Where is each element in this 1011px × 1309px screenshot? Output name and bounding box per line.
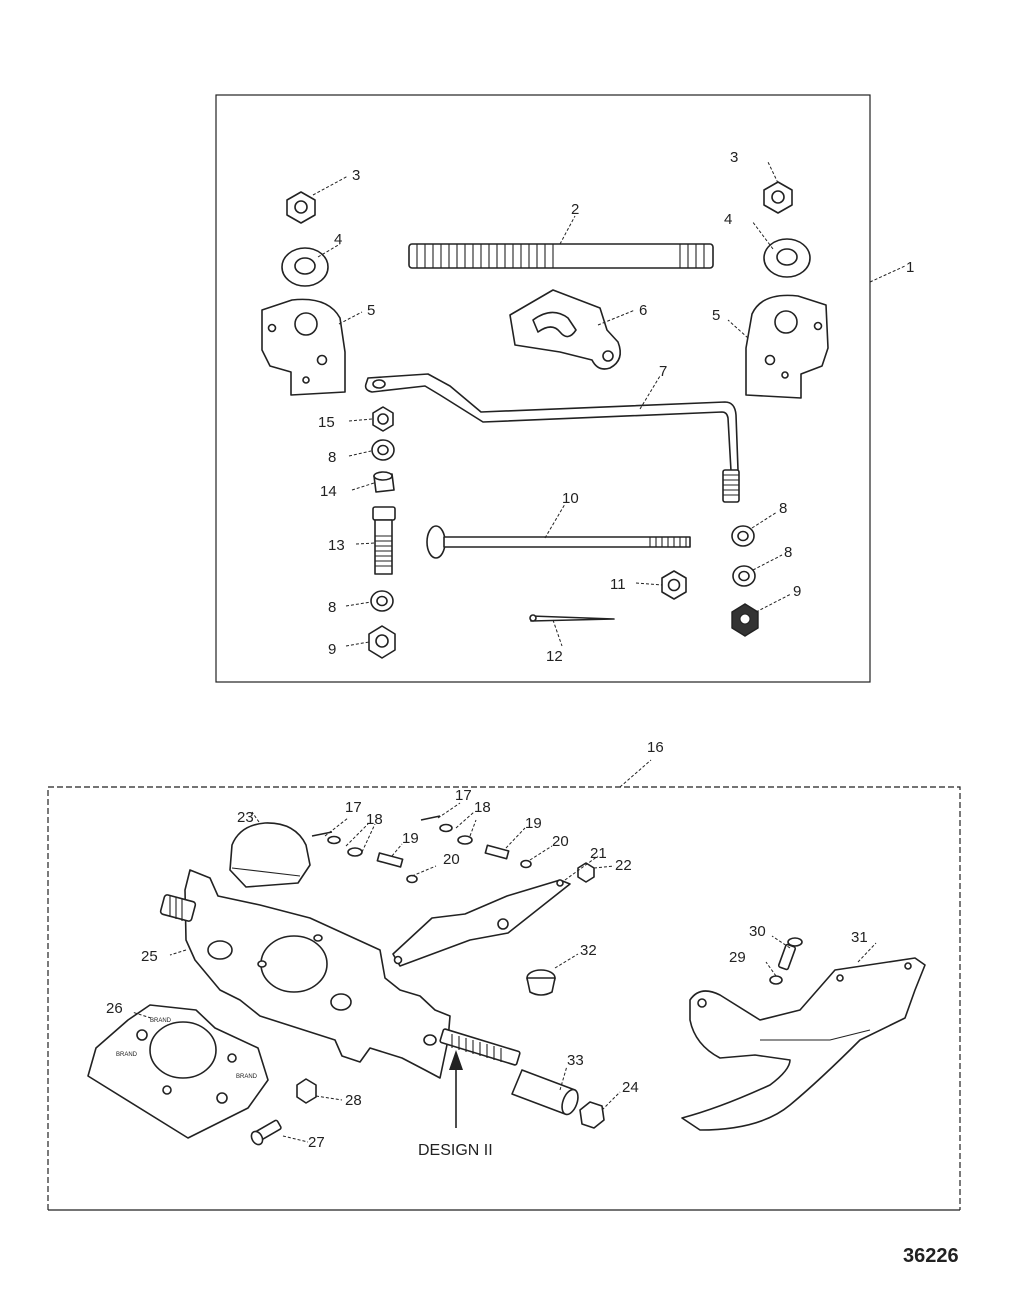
callout-17-left: 17 (345, 799, 362, 816)
lock-nut-9-right (731, 603, 759, 637)
callout-27: 27 (308, 1134, 325, 1151)
callout-8-left-top: 8 (328, 449, 336, 466)
bracket-21 (392, 879, 571, 967)
callout-8-left-bottom: 8 (328, 599, 336, 616)
callout-4-right: 4 (724, 211, 732, 228)
bushing-32 (526, 969, 556, 996)
callout-9-right: 9 (793, 583, 801, 600)
design-ii-label: DESIGN II (418, 1142, 493, 1159)
callout-11: 11 (610, 576, 626, 593)
washer-right (763, 238, 811, 278)
washer-8-top (371, 439, 395, 461)
gasket-26: BRAND BRAND BRAND (87, 1004, 269, 1139)
callout-7: 7 (659, 363, 667, 380)
callout-3-left: 3 (352, 167, 360, 184)
callout-3-right: 3 (730, 149, 738, 166)
callout-10: 10 (562, 490, 579, 507)
washer-8-lower-left (370, 590, 394, 612)
callout-2: 2 (571, 201, 579, 218)
callout-5-right: 5 (712, 307, 720, 324)
callout-26: 26 (106, 1000, 123, 1017)
callout-21: 21 (590, 845, 607, 862)
washer-8-right-lower (732, 565, 756, 587)
callout-18-right: 18 (474, 799, 491, 816)
hex-nut-right (763, 181, 793, 214)
callout-24: 24 (622, 1079, 639, 1096)
nut-28 (296, 1078, 317, 1104)
callout-32: 32 (580, 942, 597, 959)
callout-8-right-bottom: 8 (784, 544, 792, 561)
lock-nut-9-left (368, 625, 396, 659)
gasket-mark-3: BRAND (236, 1074, 258, 1080)
washer-left (281, 247, 329, 287)
callout-14: 14 (320, 483, 337, 500)
bracket-right (745, 294, 829, 399)
callout-30: 30 (749, 923, 766, 940)
callout-5-left: 5 (367, 302, 375, 319)
design-ii-arrow (449, 1050, 463, 1128)
callout-16: 16 (647, 739, 664, 756)
hook-plate (509, 289, 621, 370)
callout-12: 12 (546, 648, 563, 665)
bolt-13 (372, 506, 396, 575)
top-leader-lines (312, 161, 906, 647)
hardware-set-right (420, 815, 532, 869)
clevis-pin-10 (426, 525, 691, 559)
callout-18-left: 18 (366, 811, 383, 828)
gasket-mark-1: BRAND (150, 1018, 172, 1024)
bolt-27 (250, 1119, 282, 1146)
callout-1: 1 (906, 259, 914, 276)
washer-29 (769, 975, 783, 985)
nut-22 (577, 862, 595, 883)
callout-13: 13 (328, 537, 345, 554)
gasket-mark-2: BRAND (116, 1052, 138, 1058)
callout-15: 15 (318, 414, 335, 431)
link-rod (364, 373, 740, 503)
callout-25: 25 (141, 948, 158, 965)
nut-11 (661, 570, 687, 600)
bolt-30 (777, 937, 803, 971)
nut-15 (372, 406, 394, 432)
cover-23 (229, 822, 311, 888)
stud-design-ii (439, 1028, 521, 1066)
bottom-leader-lines (131, 802, 877, 1143)
callout-22: 22 (615, 857, 632, 874)
spacer-33 (511, 1069, 579, 1116)
callout-19-right: 19 (525, 815, 542, 832)
callout-17-right: 17 (455, 787, 472, 804)
callout-29: 29 (729, 949, 746, 966)
assembly-frame-dashed (47, 786, 961, 1210)
callout-20-right: 20 (552, 833, 569, 850)
callout-6: 6 (639, 302, 647, 319)
callout-31: 31 (851, 929, 868, 946)
lever-31 (681, 957, 926, 1131)
bushing-14 (373, 471, 395, 493)
cotter-pin-12 (529, 614, 615, 622)
callout-4-left: 4 (334, 231, 342, 248)
washer-8-right-upper (731, 525, 755, 547)
callout-19-left: 19 (402, 830, 419, 847)
figure-number: 36226 (903, 1245, 959, 1267)
bracket-left (261, 298, 346, 396)
main-plate-25 (159, 869, 451, 1079)
callout-33: 33 (567, 1052, 584, 1069)
hex-nut-left (286, 191, 316, 224)
threaded-stud (408, 243, 714, 269)
callout-9-left: 9 (328, 641, 336, 658)
callout-20-left: 20 (443, 851, 460, 868)
callout-28: 28 (345, 1092, 362, 1109)
callout-8-right-top: 8 (779, 500, 787, 517)
kit-frame (215, 94, 871, 683)
hardware-set-left (311, 831, 418, 884)
callout-23: 23 (237, 809, 254, 826)
nut-24 (579, 1101, 605, 1129)
